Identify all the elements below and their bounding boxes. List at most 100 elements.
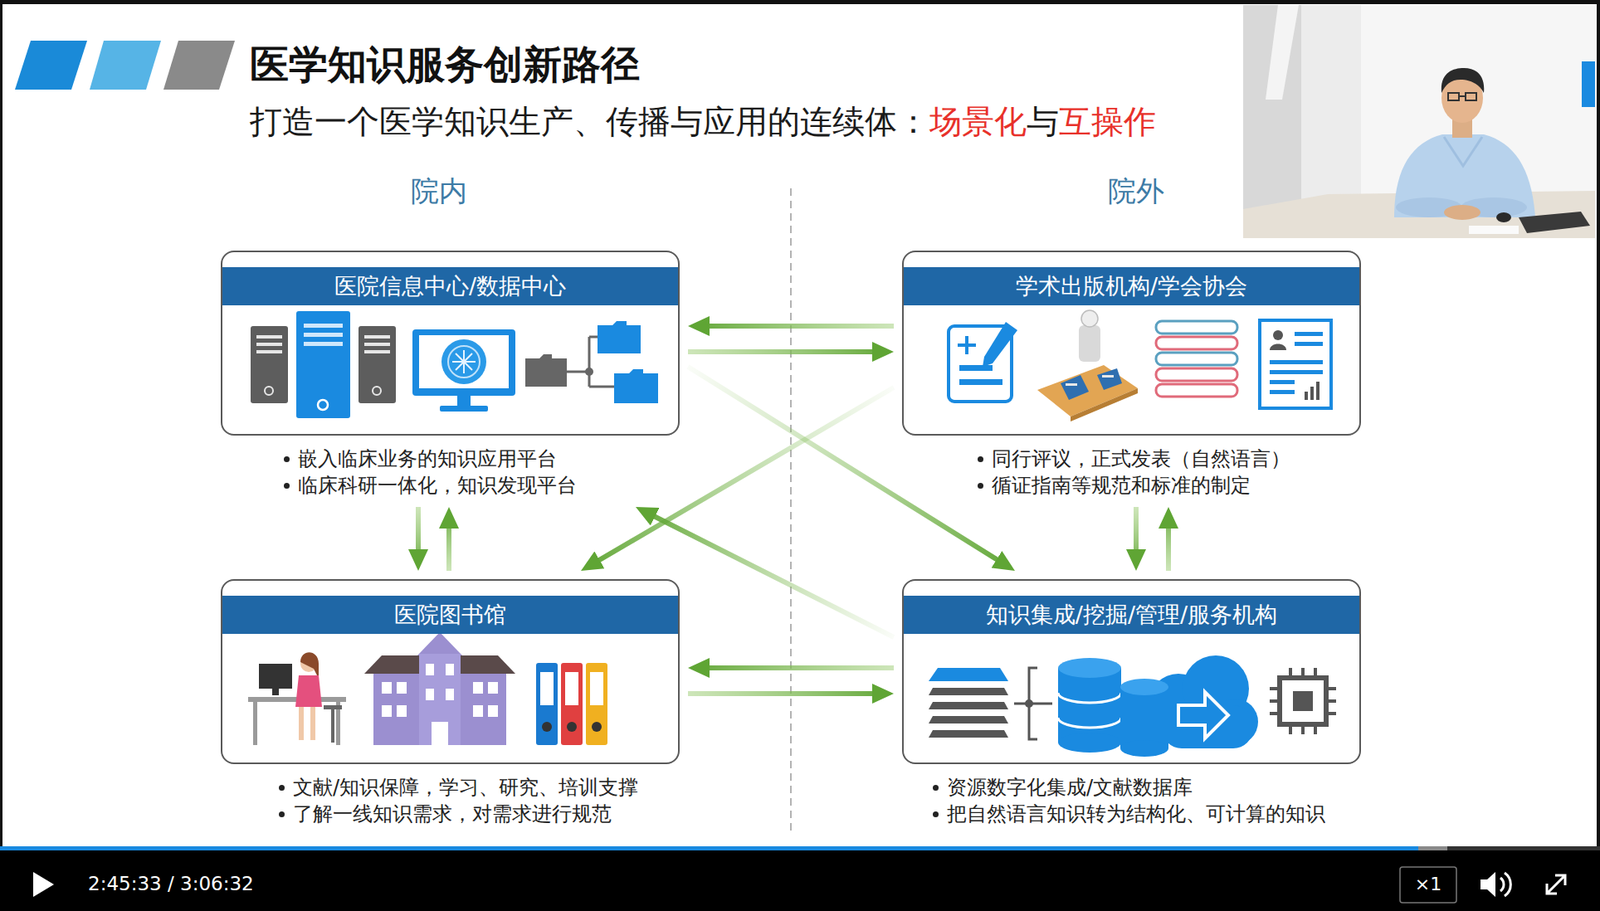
bullet-dot	[977, 456, 984, 463]
profile-card-icon	[1259, 320, 1332, 409]
layers-icon	[928, 730, 1009, 738]
bullet-row: 循证指南等规范和标准的制定	[977, 472, 1361, 499]
binders-icon	[540, 672, 554, 706]
folder-tree-icon	[588, 336, 591, 387]
bullet-dot	[278, 811, 285, 818]
server-icons	[364, 335, 391, 339]
box-heading: 知识集成/挖掘/管理/服务机构	[903, 595, 1360, 635]
layers-icon	[928, 668, 1009, 682]
org-box: 学术出版机构/学会协会	[902, 250, 1361, 436]
flow-arrow	[446, 523, 452, 571]
bullet-text: 把自然语言知识转为结构化、可计算的知识	[946, 800, 1326, 828]
flow-arrow	[687, 349, 878, 355]
folder-tree-icon	[525, 321, 659, 404]
database-cloud-icon	[1058, 732, 1122, 753]
bullet-dot	[283, 482, 290, 489]
document-icon	[982, 321, 1018, 367]
flow-arrow	[687, 691, 878, 697]
database-cloud-icon	[1058, 655, 1259, 757]
server-icons	[303, 323, 343, 328]
document-icon	[959, 379, 1003, 386]
books-icon	[1156, 352, 1238, 366]
binders-icon	[566, 721, 577, 732]
librarian-icon	[258, 663, 293, 689]
chip-icon	[1279, 678, 1327, 725]
flow-arrow	[687, 366, 1001, 562]
database-cloud-icon	[1058, 658, 1122, 679]
screen-frame	[1596, 0, 1600, 851]
profile-card-icon	[1269, 390, 1295, 395]
profile-card-icon	[1304, 391, 1308, 400]
box-heading: 医院信息中心/数据中心	[222, 267, 679, 306]
divider-line	[790, 188, 792, 832]
server-icons	[250, 311, 396, 419]
server-icons	[358, 326, 396, 404]
presenter-video	[1465, 92, 1477, 101]
bracket-symbol	[1024, 699, 1034, 708]
profile-card-icon	[1269, 370, 1323, 375]
librarian-icon	[272, 688, 279, 696]
player-bar	[1546, 875, 1566, 894]
binders-icon	[536, 663, 558, 746]
bullet-row: 临床科研一体化，知识发现平台	[283, 472, 680, 499]
monitor-icon	[412, 329, 516, 412]
subtitle-highlight: 互操作	[1058, 102, 1157, 141]
document-icon	[957, 336, 976, 355]
bullet-text: 同行评议，正式发表（自然语言）	[991, 445, 1291, 473]
monitor-icon	[419, 335, 509, 389]
player-bar	[0, 846, 1419, 851]
presenter-video	[1518, 211, 1591, 234]
bullet-text: 了解一线知识需求，对需求进行规范	[292, 800, 612, 828]
server-icons	[317, 400, 328, 410]
reader-icon	[1078, 325, 1101, 362]
binders-icon	[585, 663, 608, 746]
books-icon	[1156, 336, 1238, 350]
database-cloud-icon	[1178, 692, 1229, 739]
bullet-dot	[283, 456, 290, 463]
flow-arrow	[1133, 507, 1139, 555]
region-label: 院外	[1107, 174, 1165, 209]
bullet-text: 循证指南等规范和标准的制定	[991, 472, 1251, 499]
divider-line	[790, 188, 792, 832]
server-icons	[303, 332, 343, 337]
library-building-icon	[473, 682, 483, 694]
bullet-text: 资源数字化集成/文献数据库	[946, 774, 1193, 801]
presenter-video	[1243, 4, 1596, 239]
player-bar	[1400, 867, 1457, 903]
library-building-icon	[425, 663, 435, 676]
chip-icon	[1269, 668, 1337, 735]
database-cloud-icon	[1058, 692, 1122, 728]
bullet-list: 资源数字化集成/文献数据库把自然语言知识转为结构化、可计算的知识	[902, 774, 1361, 828]
reader-icon	[1060, 375, 1089, 400]
bullet-dot	[278, 785, 285, 791]
library-building-icon	[445, 663, 454, 676]
server-icons	[372, 386, 381, 396]
database-cloud-icon	[1161, 705, 1254, 749]
bullet-dot	[932, 811, 939, 818]
profile-card-icon	[1316, 381, 1320, 400]
presenter-video	[1443, 204, 1481, 220]
books-icon	[1156, 384, 1238, 397]
books-icon	[1156, 321, 1238, 334]
librarian-icon	[298, 707, 304, 741]
library-building-icon	[396, 705, 407, 718]
server-icons	[364, 350, 391, 354]
presenter-video	[1581, 61, 1596, 108]
reader-icon	[1065, 383, 1078, 386]
database-cloud-icon	[1058, 668, 1122, 743]
bullet-row: 文献/知识保障，学习、研究、培训支撑	[278, 774, 680, 801]
presenter-video	[1448, 92, 1459, 101]
player-bar	[33, 872, 54, 898]
reader-icon	[1037, 310, 1138, 422]
server-icons	[250, 326, 288, 404]
presenter-video	[1441, 68, 1484, 93]
org-node: 医院信息中心/数据中心嵌入临床业务的知识应用平台临床科研一体化，知识发现平台	[220, 250, 680, 499]
database-cloud-icon	[1120, 740, 1169, 757]
org-node: 知识集成/挖掘/管理/服务机构资源数字化集成/文献数据库把自然语言知识转为结构化…	[902, 579, 1361, 828]
profile-card-icon	[1310, 386, 1314, 400]
binders-icon	[536, 663, 608, 746]
profile-card-icon	[1269, 360, 1323, 365]
logo-bars	[89, 40, 161, 90]
library-building-icon	[425, 688, 435, 701]
books-icon	[1156, 368, 1238, 381]
